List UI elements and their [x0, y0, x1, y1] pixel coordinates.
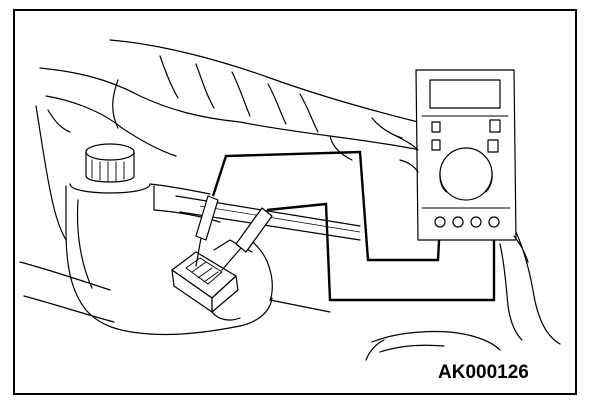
upper-hand-icon [39, 39, 421, 161]
electrical-connector-icon [171, 239, 253, 321]
test-probe-icon [195, 195, 273, 271]
meter-display [429, 79, 501, 109]
test-lead-wires [211, 150, 496, 302]
digital-multimeter-icon [415, 69, 517, 241]
lower-hand-icon [365, 330, 501, 361]
right-hand-icon [395, 135, 561, 345]
engine-component-icon [19, 105, 273, 336]
figure-id-label: AK000126 [438, 362, 529, 383]
meter-dial [439, 147, 493, 201]
